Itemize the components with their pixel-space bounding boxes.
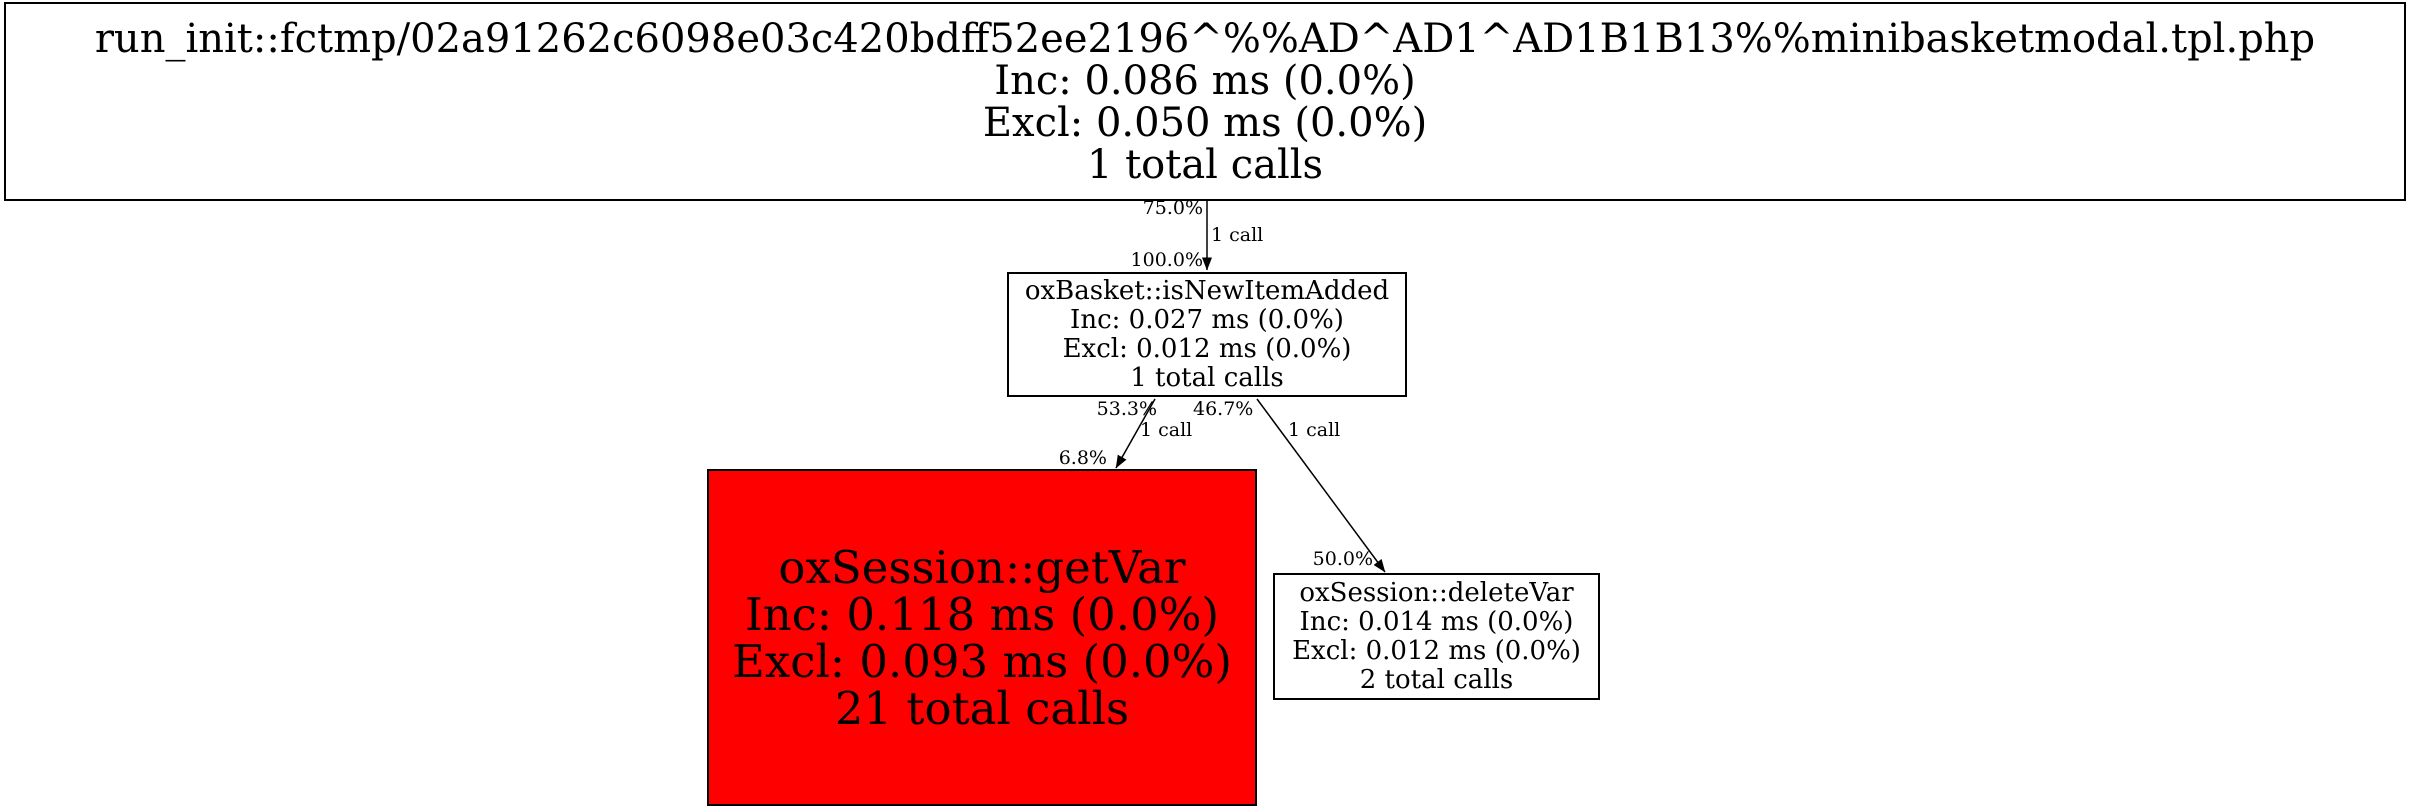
edge-label-callee-percent: 6.8% — [1058, 447, 1107, 469]
node-oxsession-deletevar: oxSession::deleteVar Inc: 0.014 ms (0.0%… — [1273, 573, 1600, 700]
node-total-calls: 21 total calls — [834, 681, 1130, 735]
edge-isnewitemadded-to-getvar — [1115, 398, 1156, 469]
edge-label-call-count: 1 call — [1211, 224, 1264, 246]
node-title: oxBasket::isNewItemAdded — [1024, 275, 1390, 306]
node-total-calls: 1 total calls — [1086, 141, 1324, 188]
edge-label-callee-percent: 100.0% — [1130, 249, 1203, 271]
node-run-init-tpl: run_init::fctmp/02a91262c6098e03c420bdff… — [4, 2, 2406, 201]
edge-label-caller-percent: 46.7% — [1193, 398, 1254, 420]
node-inclusive-time: Inc: 0.014 ms (0.0%) — [1299, 606, 1574, 637]
edge-label-caller-percent: 53.3% — [1096, 398, 1157, 420]
node-exclusive-time: Excl: 0.012 ms (0.0%) — [1292, 635, 1581, 666]
node-total-calls: 1 total calls — [1130, 362, 1284, 393]
node-oxbasket-isnewitemadded: oxBasket::isNewItemAdded Inc: 0.027 ms (… — [1007, 272, 1407, 397]
node-exclusive-time: Excl: 0.012 ms (0.0%) — [1062, 333, 1352, 364]
node-inclusive-time: Inc: 0.118 ms (0.0%) — [744, 587, 1220, 641]
edge-label-callee-percent: 50.0% — [1312, 548, 1373, 570]
edge-isnewitemadded-to-deletevar — [1256, 398, 1386, 573]
edge-label-call-count: 1 call — [1288, 419, 1341, 441]
edge-label-call-count: 1 call — [1140, 419, 1193, 441]
node-exclusive-time: Excl: 0.093 ms (0.0%) — [732, 634, 1232, 688]
node-title: oxSession::deleteVar — [1299, 577, 1574, 608]
node-inclusive-time: Inc: 0.027 ms (0.0%) — [1070, 304, 1344, 335]
node-title: run_init::fctmp/02a91262c6098e03c420bdff… — [94, 15, 2316, 62]
node-title: oxSession::getVar — [778, 540, 1186, 594]
node-oxsession-getvar-hot: oxSession::getVar Inc: 0.118 ms (0.0%) E… — [707, 469, 1257, 806]
node-inclusive-time: Inc: 0.086 ms (0.0%) — [994, 57, 1416, 104]
node-exclusive-time: Excl: 0.050 ms (0.0%) — [982, 99, 1428, 146]
node-total-calls: 2 total calls — [1359, 664, 1514, 695]
edge-label-caller-percent: 75.0% — [1142, 197, 1203, 219]
